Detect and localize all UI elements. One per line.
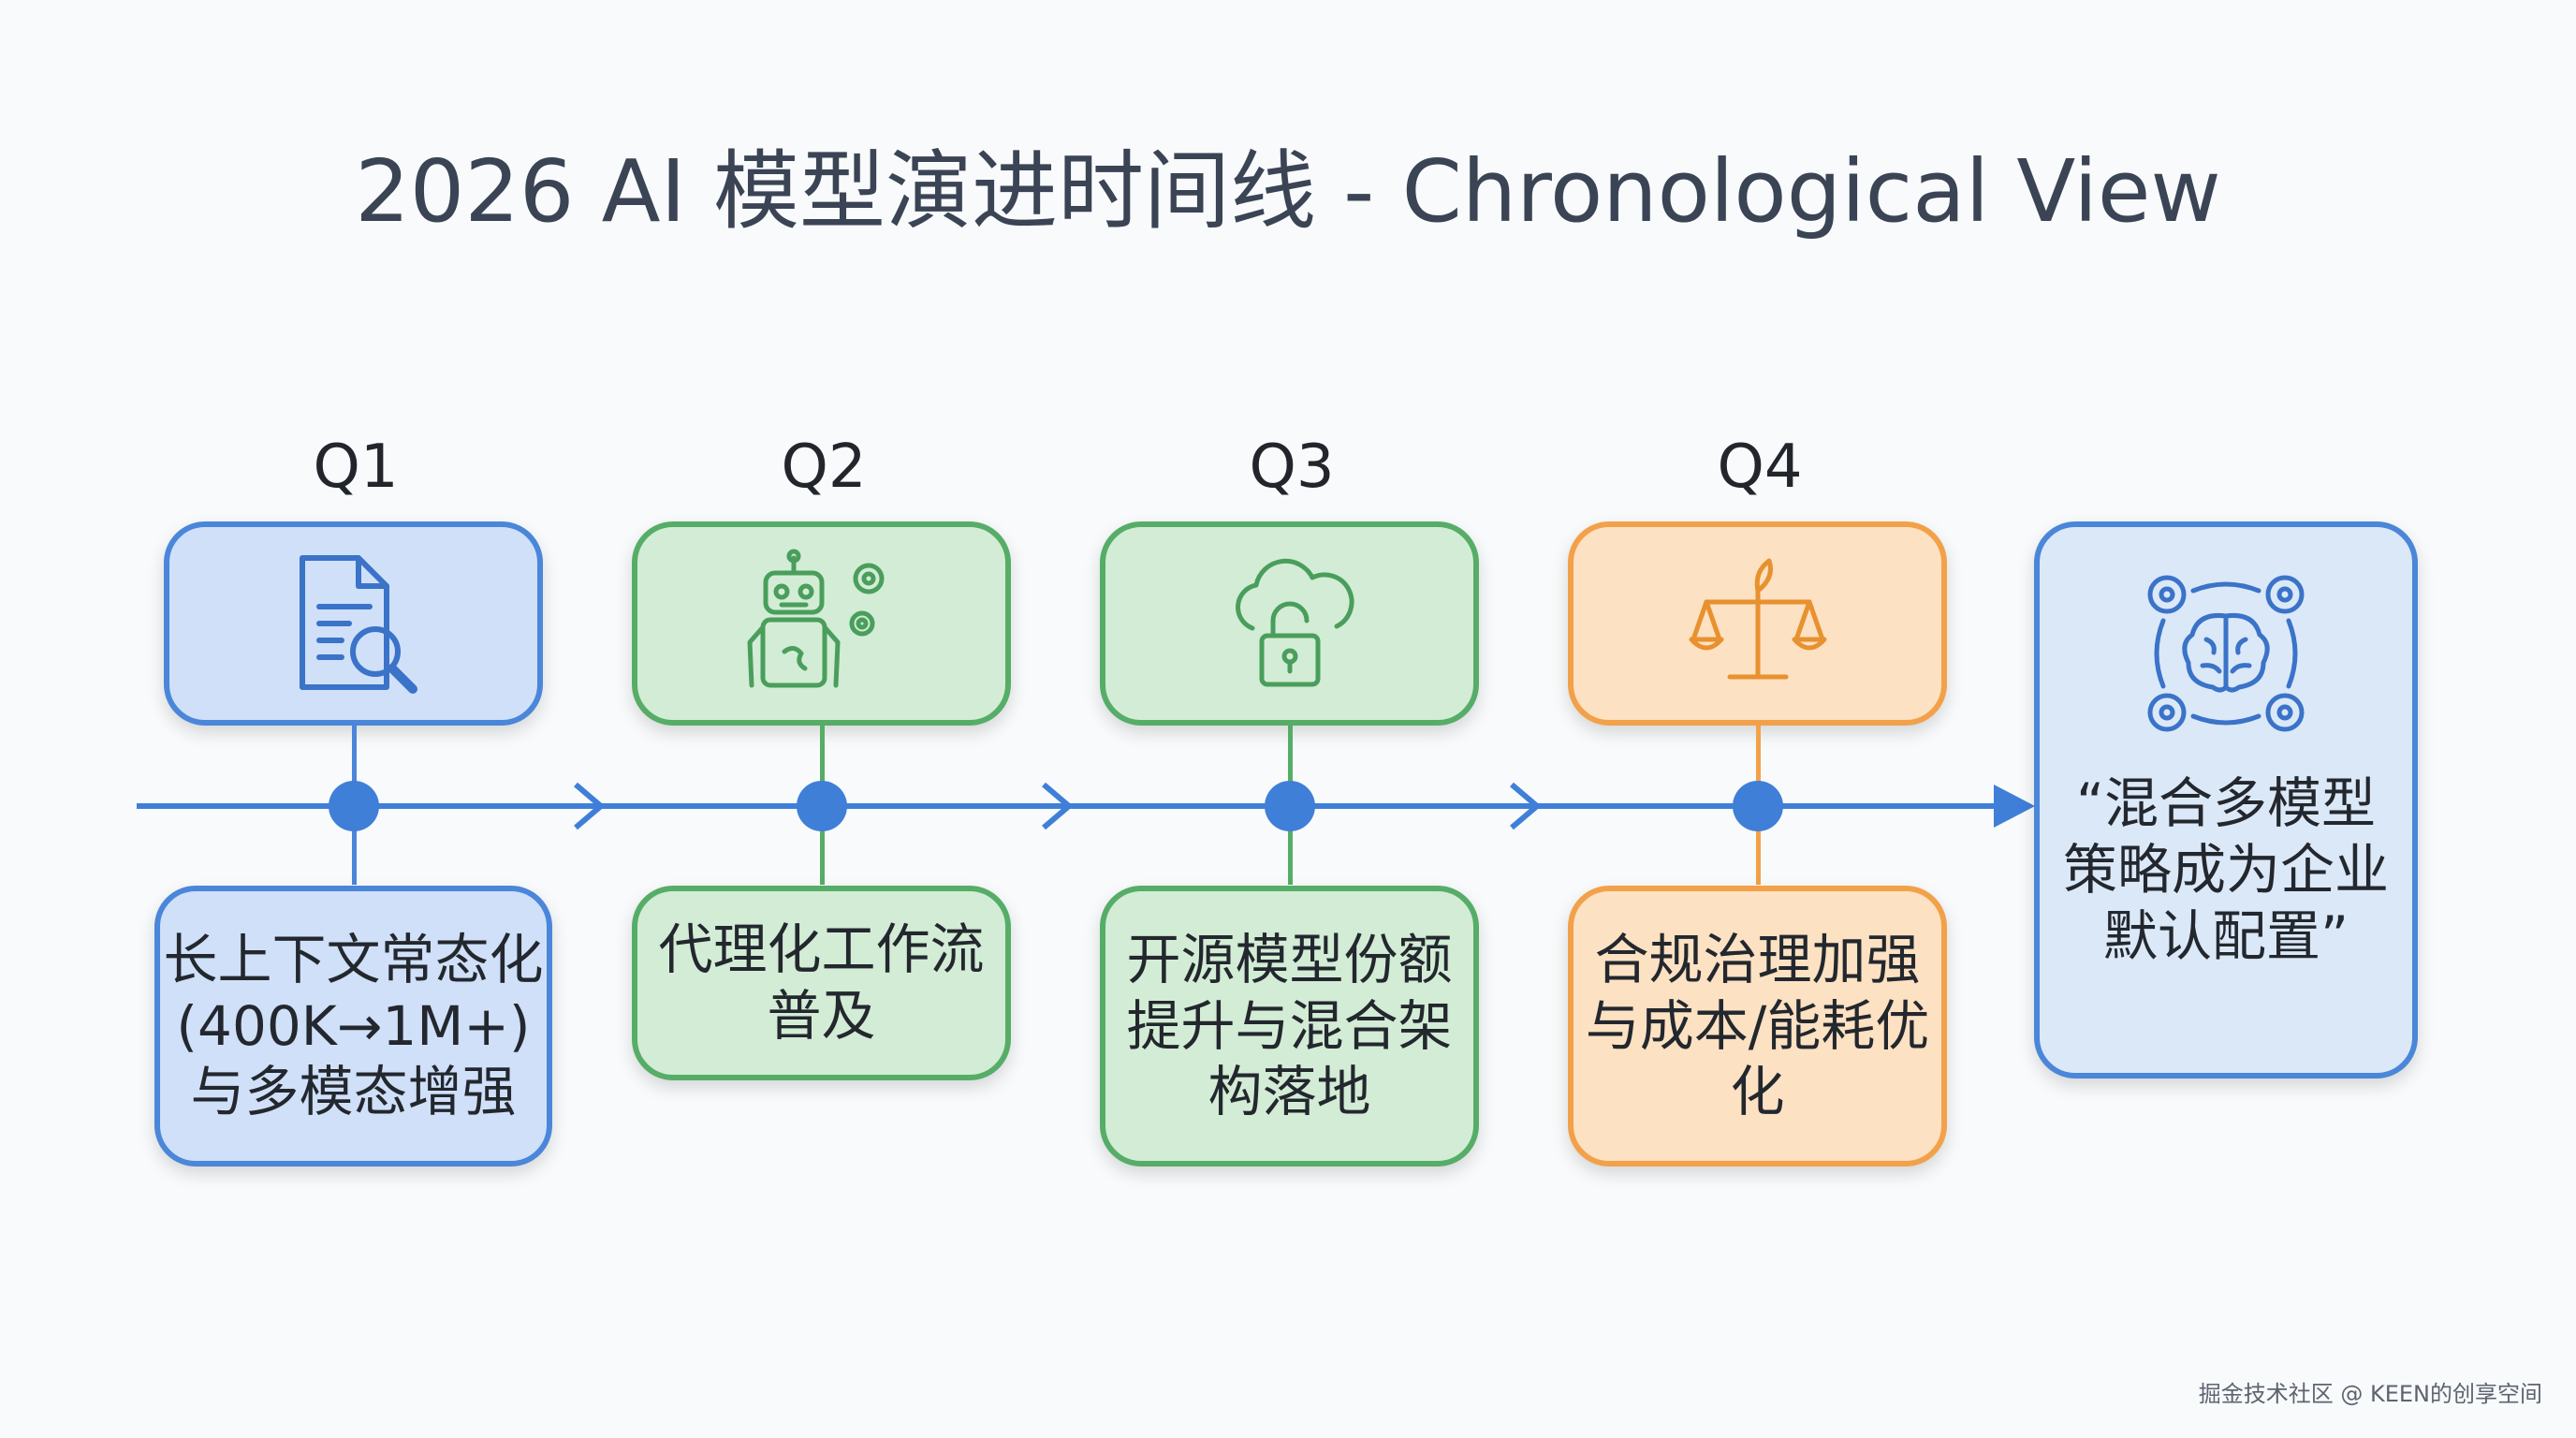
q1-text-card: 长上下文常态化 (400K→1M+) 与多模态增强 — [154, 886, 552, 1167]
q4-timeline-dot — [1733, 781, 1783, 831]
chevron-3 — [1510, 782, 1542, 830]
q2-icon-card — [632, 521, 1011, 726]
q2-timeline-dot — [797, 781, 847, 831]
chevron-1 — [574, 782, 606, 830]
page-title: 2026 AI 模型演进时间线 - Chronological View — [355, 141, 2221, 242]
q4-text: 合规治理加强 与成本/能耗优 化 — [1585, 927, 1930, 1124]
q1-text: 长上下文常态化 (400K→1M+) 与多模态增强 — [163, 927, 544, 1124]
q4-icon-card — [1568, 521, 1947, 726]
q3-timeline-dot — [1265, 781, 1315, 831]
balance-scale-icon — [1689, 558, 1826, 680]
brain-gears-cycle-icon — [2147, 575, 2305, 732]
q4-text-card: 合规治理加强 与成本/能耗优 化 — [1568, 886, 1947, 1167]
final-text: “混合多模型 策略成为企业 默认配置” — [2062, 771, 2389, 968]
q3-icon-card — [1100, 521, 1479, 726]
q1-timeline-dot — [329, 781, 379, 831]
watermark: 掘金技术社区 @ KEEN的创享空间 — [2198, 1381, 2542, 1407]
chevron-2 — [1042, 782, 1074, 830]
q3-text-card: 开源模型份额 提升与混合架 构落地 — [1100, 886, 1479, 1167]
q2-text: 代理化工作流 普及 — [658, 917, 985, 1048]
q2-text-card: 代理化工作流 普及 — [632, 886, 1011, 1080]
q1-icon-card — [164, 521, 543, 726]
quarter-label-q4: Q4 — [1717, 433, 1803, 502]
quarter-label-q2: Q2 — [781, 433, 867, 502]
final-outcome-card: “混合多模型 策略成为企业 默认配置” — [2034, 521, 2418, 1078]
q3-text: 开源模型份额 提升与混合架 构落地 — [1126, 927, 1453, 1124]
quarter-label-q1: Q1 — [313, 433, 399, 502]
robot-gears-icon — [747, 549, 884, 688]
document-search-icon — [299, 555, 417, 694]
cloud-unlock-icon — [1235, 558, 1354, 687]
quarter-label-q3: Q3 — [1249, 433, 1335, 502]
